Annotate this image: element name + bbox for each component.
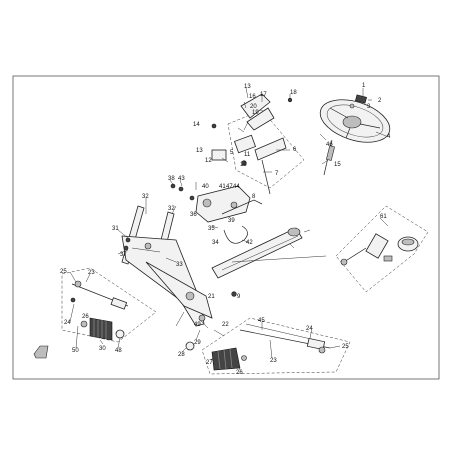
callout-32-right: 32 (168, 206, 175, 212)
callout-18: 18 (290, 90, 297, 96)
callout-5: 5 (230, 150, 234, 156)
callout-26-right: 26 (236, 370, 243, 376)
callout-22: 22 (222, 322, 229, 328)
callout-36: 36 (190, 212, 197, 218)
callout-50: 50 (72, 348, 79, 354)
callout-24-left: 24 (64, 320, 71, 326)
callout-10: 10 (240, 162, 247, 168)
left-tie-rod (70, 280, 129, 310)
callout-35: 35 (208, 226, 215, 232)
callout-11: 11 (244, 152, 251, 158)
callout-28: 28 (178, 352, 185, 358)
callout-24-right: 24 (306, 326, 313, 332)
sensor-outline (335, 205, 429, 293)
callout-47: 47 (226, 184, 233, 190)
callout-8: 8 (252, 194, 256, 200)
callout-31: 31 (112, 226, 119, 232)
callout-32-left: 32 (142, 194, 149, 200)
callout-30: 30 (99, 346, 106, 352)
callout-16: 16 (249, 94, 256, 100)
callout-21: 21 (208, 294, 215, 300)
callout-26-left: 26 (82, 314, 89, 320)
callout-9: 9 (237, 294, 241, 300)
callout-44: 44 (233, 184, 240, 190)
callout-13-mid: 13 (196, 148, 203, 154)
callout-49: 49 (194, 322, 201, 328)
callout-23-right: 23 (270, 358, 277, 364)
steering-shaft-bolt (323, 139, 335, 176)
callout-39: 39 (228, 218, 235, 224)
steering-wheel-cap (349, 94, 367, 109)
steering-column-lower (121, 205, 213, 327)
callout-43: 43 (178, 176, 185, 182)
callout-46: 46 (326, 142, 333, 148)
callout-23-left: 23 (88, 270, 95, 276)
callout-14: 14 (193, 122, 200, 128)
steering-wheel (319, 99, 391, 143)
steering-bracket-assembly (170, 183, 263, 244)
callout-25-left: 25 (60, 269, 67, 275)
callout-42: 42 (246, 240, 253, 246)
callout-27: 27 (206, 360, 213, 366)
callout-20: 20 (250, 104, 257, 110)
boot-clip (33, 345, 49, 359)
left-steering-boot (80, 317, 125, 341)
steering-column-upper (211, 93, 293, 195)
callout-4: 4 (387, 134, 391, 140)
leader-lines (69, 87, 389, 371)
callout-7: 7 (275, 171, 279, 177)
callout-34: 34 (212, 240, 219, 246)
callout-3: 3 (367, 104, 371, 110)
callout-6: 6 (293, 147, 297, 153)
right-tie-rod-outline (201, 317, 351, 375)
callout-2: 2 (378, 98, 382, 104)
callout-1: 1 (362, 83, 366, 89)
right-tie-rod (239, 323, 331, 354)
callout-45: 45 (258, 318, 265, 324)
callout-38: 38 (168, 176, 175, 182)
callout-48: 48 (115, 348, 122, 354)
callout-12: 12 (205, 158, 212, 164)
callout-17: 17 (260, 92, 267, 98)
callout-25-right: 25 (342, 344, 349, 350)
callout-40: 40 (202, 184, 209, 190)
callout-33: 33 (176, 262, 183, 268)
callout-41: 41 (219, 184, 226, 190)
steering-sensor (340, 233, 419, 266)
callout-labels: 1 2 3 4 5 6 7 8 9 10 11 12 13 13 14 15 1… (60, 83, 391, 376)
right-steering-boot (185, 341, 247, 371)
callout-37: 37 (120, 252, 127, 258)
diagram-border (12, 75, 440, 380)
left-tie-rod-outline (61, 267, 157, 343)
steering-rack-arm (211, 227, 327, 297)
callout-61: 61 (380, 214, 387, 220)
callout-29: 29 (194, 340, 201, 346)
callout-19: 19 (252, 110, 259, 116)
callout-13-top: 13 (244, 84, 251, 90)
callout-15: 15 (334, 162, 341, 168)
